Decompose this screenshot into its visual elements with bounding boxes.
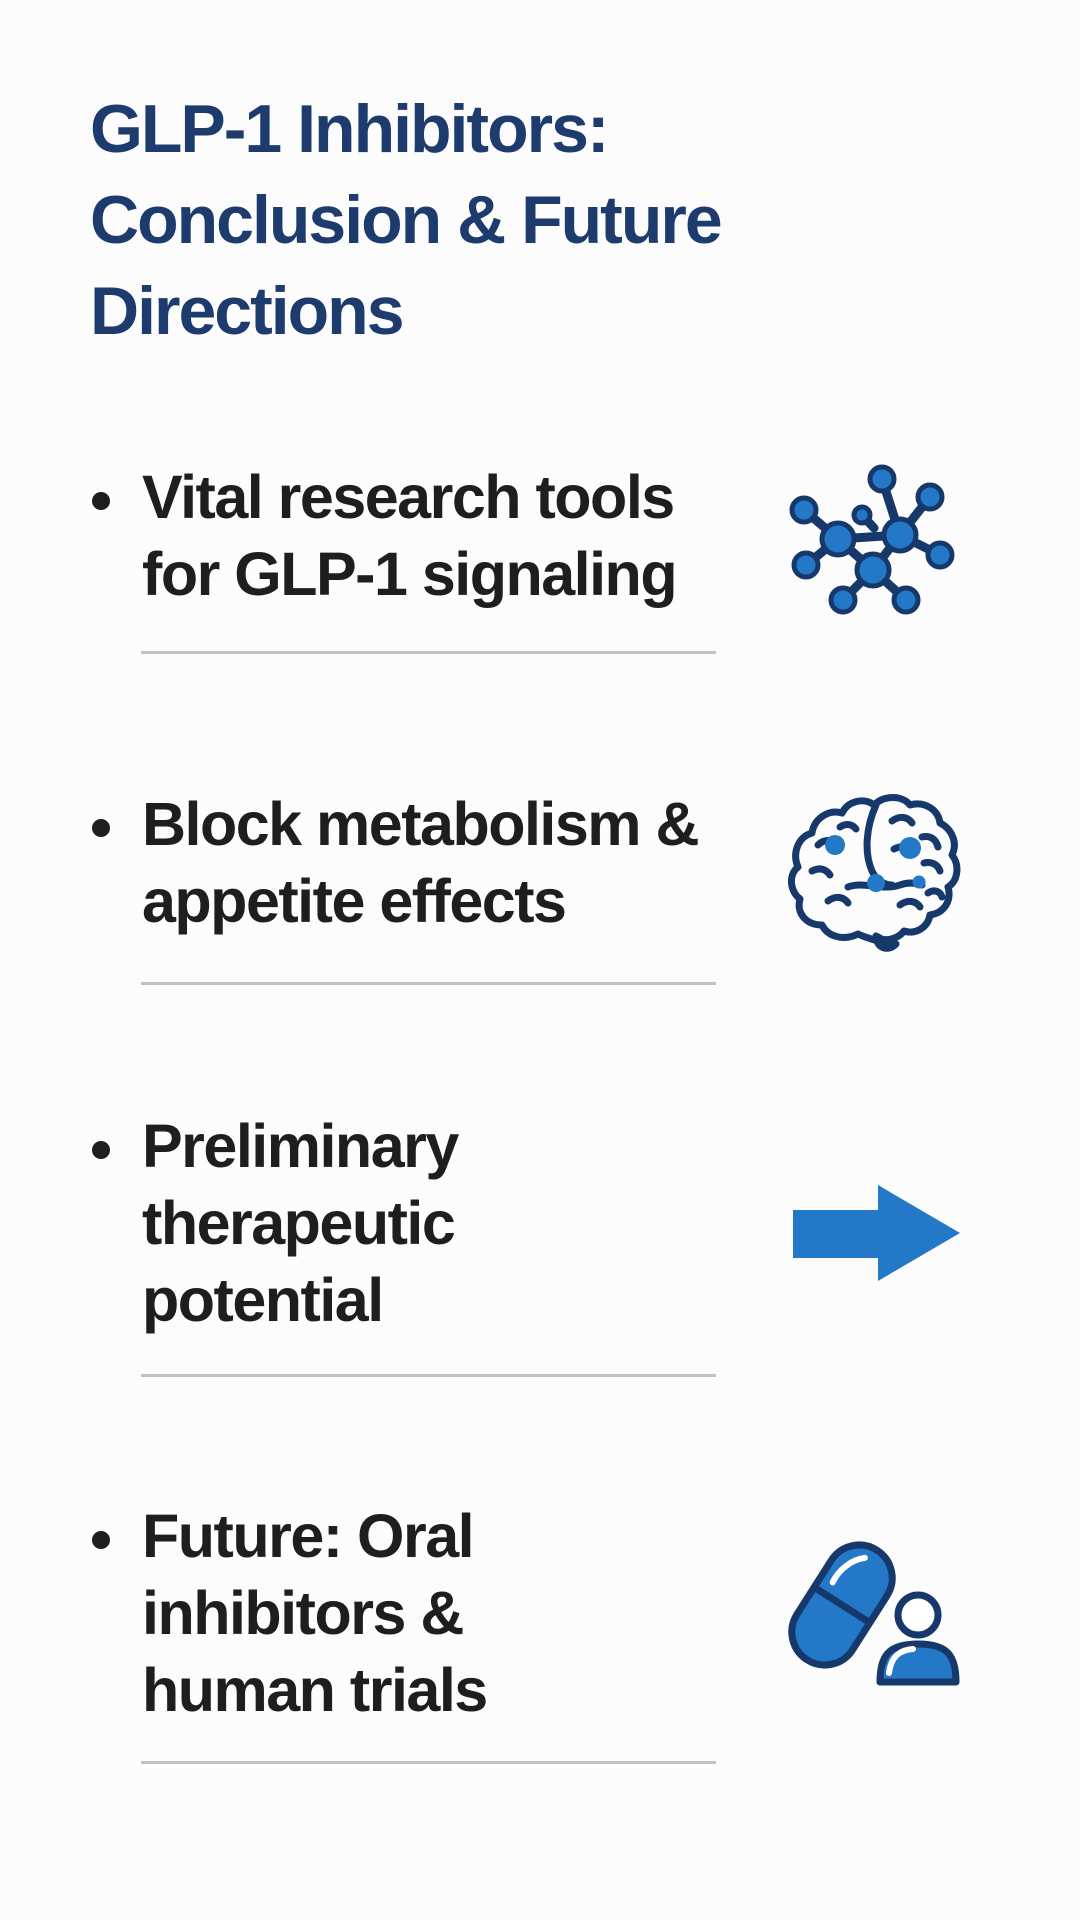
arrow-right-icon (793, 1185, 960, 1281)
pill-person-icon (788, 1541, 960, 1686)
molecule-network-icon (789, 464, 955, 615)
bullet-text-therapeutic-potential: Preliminary therapeutic potential (142, 1112, 459, 1334)
section-divider (141, 1374, 716, 1377)
page-title: GLP-1 Inhibitors: Conclusion & Future Di… (90, 91, 723, 349)
bullet-text-research-tools: Vital research tools for GLP-1 signaling (142, 463, 678, 608)
section-divider (141, 651, 716, 654)
section-divider (141, 1761, 716, 1764)
bullet-dot (92, 492, 110, 510)
bullet-text-block-effects: Block metabolism & appetite effects (142, 790, 700, 935)
bullet-dot (92, 1141, 110, 1159)
bullet-dot (92, 1531, 110, 1549)
section-divider (141, 982, 716, 985)
bullet-text-future-trials: Future: Oral inhibitors & human trials (142, 1502, 488, 1724)
brain-synapse-icon (788, 794, 961, 952)
bullet-dot (92, 819, 110, 837)
